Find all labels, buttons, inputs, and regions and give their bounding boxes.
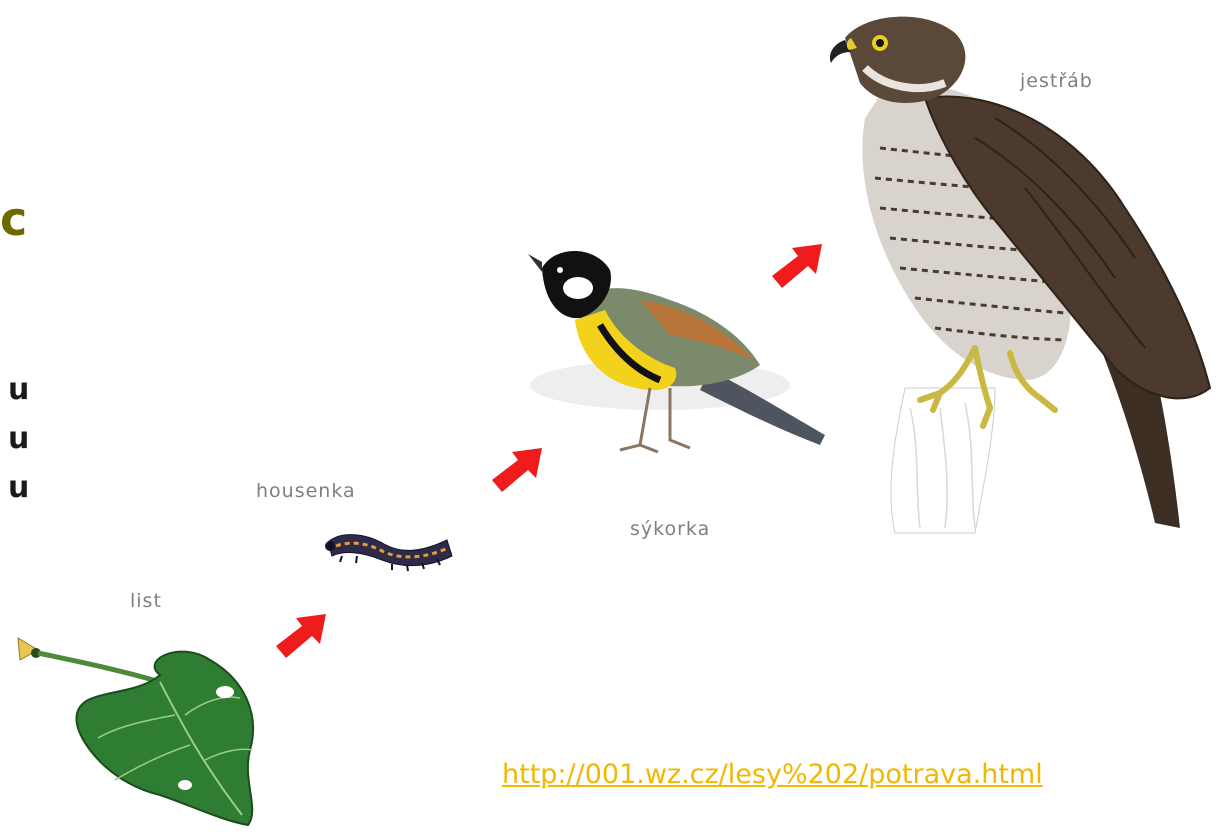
leaf-icon: [10, 620, 270, 835]
heading-fragment: c: [0, 192, 27, 246]
red-arrow-icon: [272, 610, 330, 662]
label-housenka: housenka: [256, 480, 356, 502]
source-link[interactable]: http://001.wz.cz/lesy%202/potrava.html: [502, 759, 1043, 790]
red-arrow-icon: [488, 444, 546, 496]
caterpillar-icon: [322, 522, 457, 572]
label-list: list: [130, 590, 162, 612]
label-sykorka: sýkorka: [630, 518, 710, 540]
bullet-fragment: u: [8, 473, 29, 503]
red-arrow-icon: [768, 240, 826, 292]
bullet-fragment: u: [8, 424, 29, 454]
hawk-icon: [825, 8, 1220, 548]
bullet-fragment: u: [8, 375, 29, 405]
